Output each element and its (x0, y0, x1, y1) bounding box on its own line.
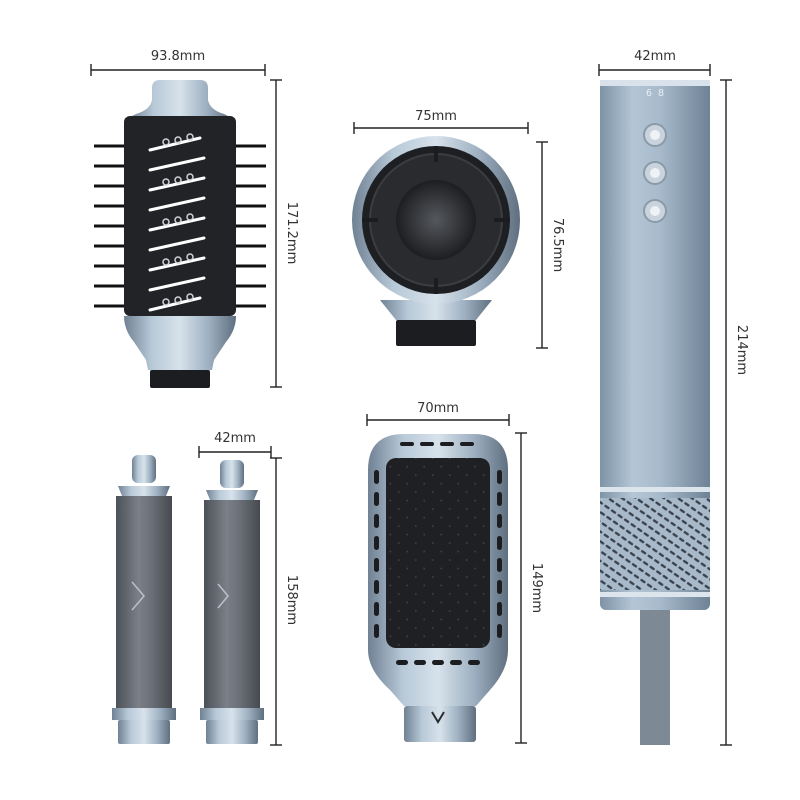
curling-barrel-left (112, 455, 176, 744)
handle-buttons (643, 123, 667, 223)
svg-text:6 8: 6 8 (646, 88, 664, 99)
handle-height-label: 214mm (734, 325, 749, 375)
diffuser-height-label: 76.5mm (550, 218, 565, 272)
round-brush-attachment (90, 64, 282, 388)
paddle-brush-attachment (366, 414, 527, 744)
paddle-height-label: 149mm (529, 563, 544, 613)
diffuser-nozzle-attachment (352, 122, 548, 349)
round-brush-width-label: 93.8mm (151, 49, 205, 64)
round-brush-height-label: 171.2mm (284, 202, 299, 265)
curling-barrel-right (200, 460, 264, 744)
diffuser-width-label: 75mm (415, 109, 457, 124)
barrel-width-label: 42mm (214, 431, 256, 446)
barrel-height-label: 158mm (284, 575, 299, 625)
handle-width-label: 42mm (634, 49, 676, 64)
curling-barrels (112, 446, 282, 746)
paddle-width-label: 70mm (417, 401, 459, 416)
main-handle: 6 8 (598, 64, 732, 746)
